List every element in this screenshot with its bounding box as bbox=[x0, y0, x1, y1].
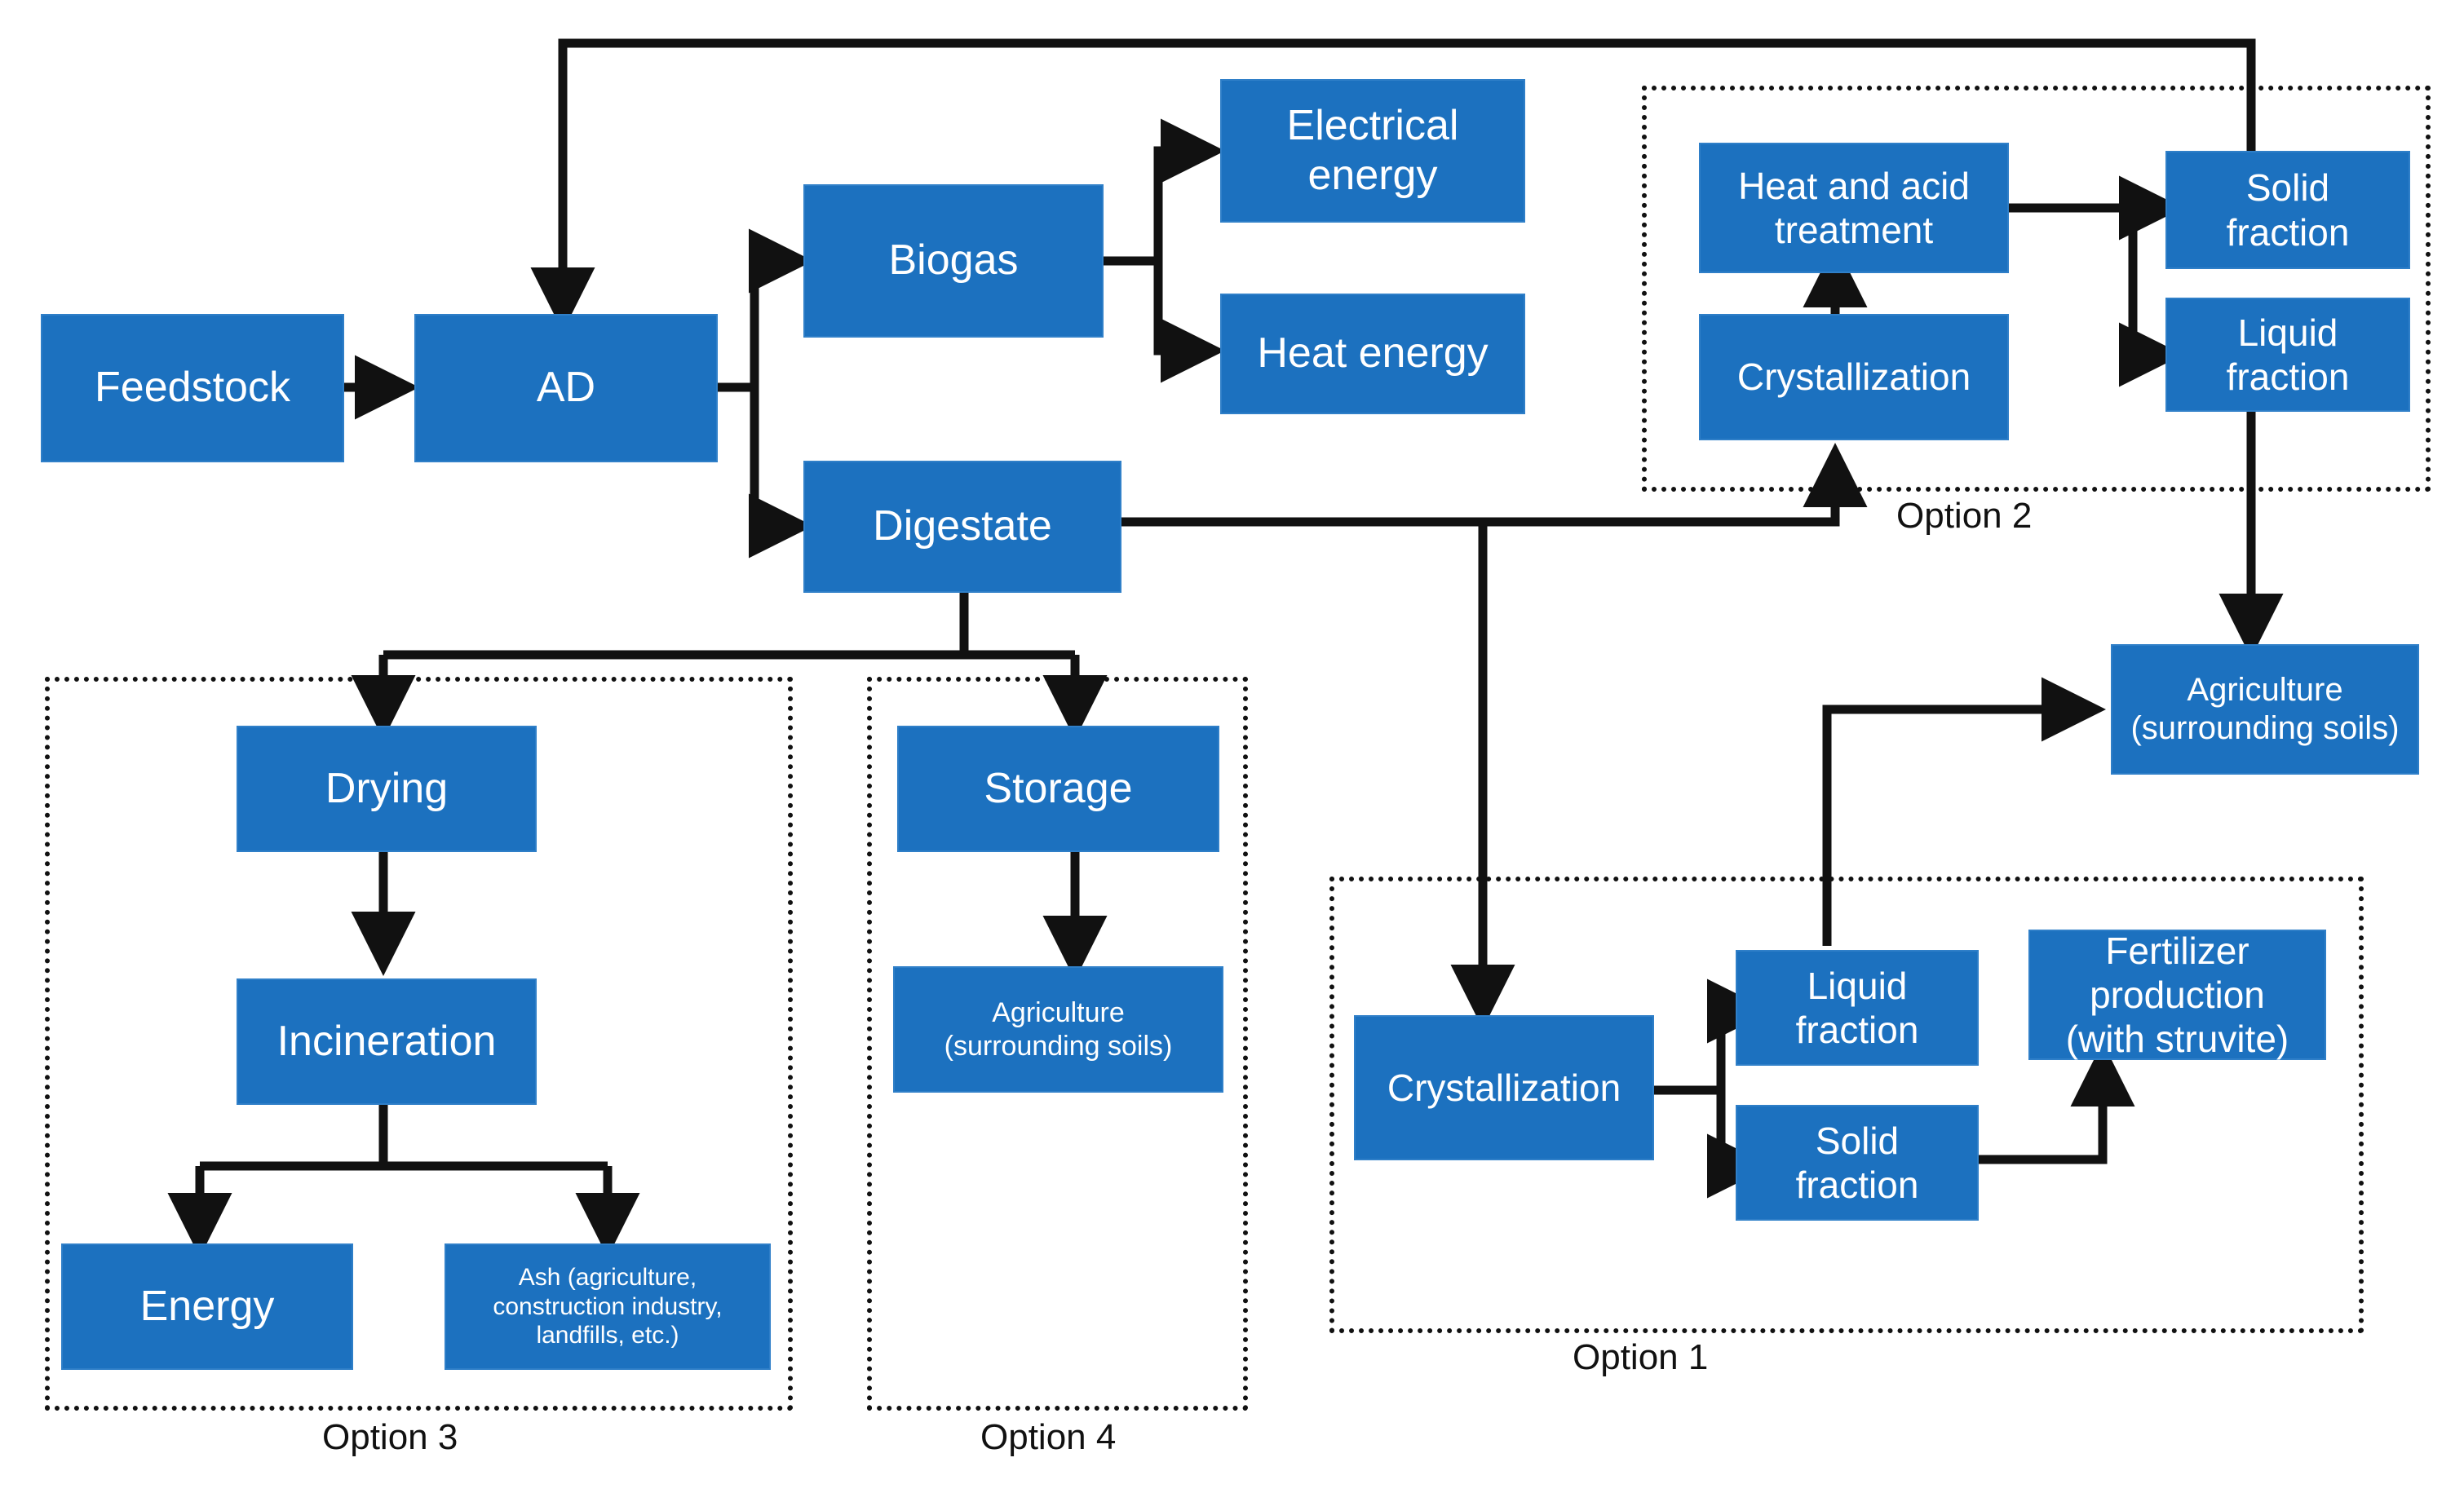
node-energy[interactable]: Energy bbox=[61, 1243, 353, 1370]
node-agriculture-surrounding-soils[interactable]: Agriculture (surrounding soils) bbox=[2111, 644, 2419, 775]
node-agriculture-option4[interactable]: Agriculture (surrounding soils) bbox=[893, 966, 1223, 1093]
node-incineration[interactable]: Incineration bbox=[237, 978, 537, 1105]
node-ad[interactable]: AD bbox=[414, 314, 718, 462]
node-storage[interactable]: Storage bbox=[897, 726, 1219, 852]
node-solid-fraction-option2[interactable]: Solid fraction bbox=[2165, 151, 2410, 269]
group-option3 bbox=[45, 677, 793, 1411]
node-digestate[interactable]: Digestate bbox=[803, 461, 1121, 593]
node-electrical-energy[interactable]: Electrical energy bbox=[1220, 79, 1525, 223]
group-label-option3: Option 3 bbox=[322, 1417, 458, 1457]
node-crystallization-option1[interactable]: Crystallization bbox=[1354, 1015, 1654, 1160]
node-ash[interactable]: Ash (agriculture, construction industry,… bbox=[445, 1243, 771, 1370]
group-label-option4: Option 4 bbox=[980, 1417, 1117, 1457]
node-biogas[interactable]: Biogas bbox=[803, 184, 1104, 338]
node-fertilizer-production[interactable]: Fertilizer production (with struvite) bbox=[2028, 930, 2326, 1060]
node-crystallization-option2[interactable]: Crystallization bbox=[1699, 314, 2009, 440]
node-liquid-fraction-option1[interactable]: Liquid fraction bbox=[1736, 950, 1979, 1066]
node-heat-energy[interactable]: Heat energy bbox=[1220, 294, 1525, 414]
node-solid-fraction-option1[interactable]: Solid fraction bbox=[1736, 1105, 1979, 1221]
node-feedstock[interactable]: Feedstock bbox=[41, 314, 344, 462]
group-label-option1: Option 1 bbox=[1573, 1337, 1709, 1377]
node-heat-and-acid-treatment[interactable]: Heat and acid treatment bbox=[1699, 143, 2009, 273]
group-label-option2: Option 2 bbox=[1896, 496, 2033, 536]
node-drying[interactable]: Drying bbox=[237, 726, 537, 852]
node-liquid-fraction-option2[interactable]: Liquid fraction bbox=[2165, 298, 2410, 412]
